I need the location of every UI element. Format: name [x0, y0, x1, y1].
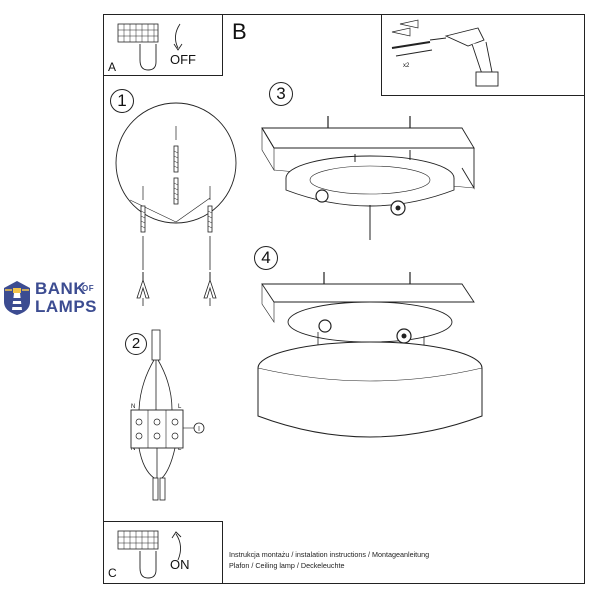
- panel-a-off-label: OFF: [170, 52, 196, 67]
- panel-c-letter: C: [108, 566, 117, 580]
- logo-word-lamps: LAMPS: [35, 297, 97, 316]
- step-4-number: 4: [254, 246, 278, 270]
- logo-word-of: OF: [82, 284, 95, 293]
- tools-box: [381, 14, 585, 96]
- instruction-sheet-frame: [103, 14, 585, 584]
- caption-product-type: Plafon / Ceiling lamp / Deckeleuchte: [229, 561, 345, 570]
- drill-quantity-label: x2: [403, 63, 410, 69]
- wire-label-n-top: N: [131, 404, 136, 410]
- lighthouse-logo-icon: [2, 280, 32, 316]
- logo-word-bank: BANK: [35, 279, 87, 298]
- step-1-number: 1: [110, 89, 134, 113]
- step-3-number: 3: [269, 82, 293, 106]
- wire-label-l-bottom: L: [178, 446, 182, 452]
- panel-b-letter: B: [232, 19, 247, 44]
- panel-a-switch-off: [103, 14, 223, 76]
- panel-a-letter: A: [108, 60, 117, 74]
- step-2-number: 2: [125, 333, 147, 355]
- wire-label-l-top: L: [178, 404, 182, 410]
- wire-label-n-bottom: N: [131, 446, 136, 452]
- panel-c-on-label: ON: [170, 557, 190, 572]
- caption-instructions: Instrukcja montażu / instalation instruc…: [229, 550, 430, 559]
- panel-c-switch-on: [103, 521, 223, 584]
